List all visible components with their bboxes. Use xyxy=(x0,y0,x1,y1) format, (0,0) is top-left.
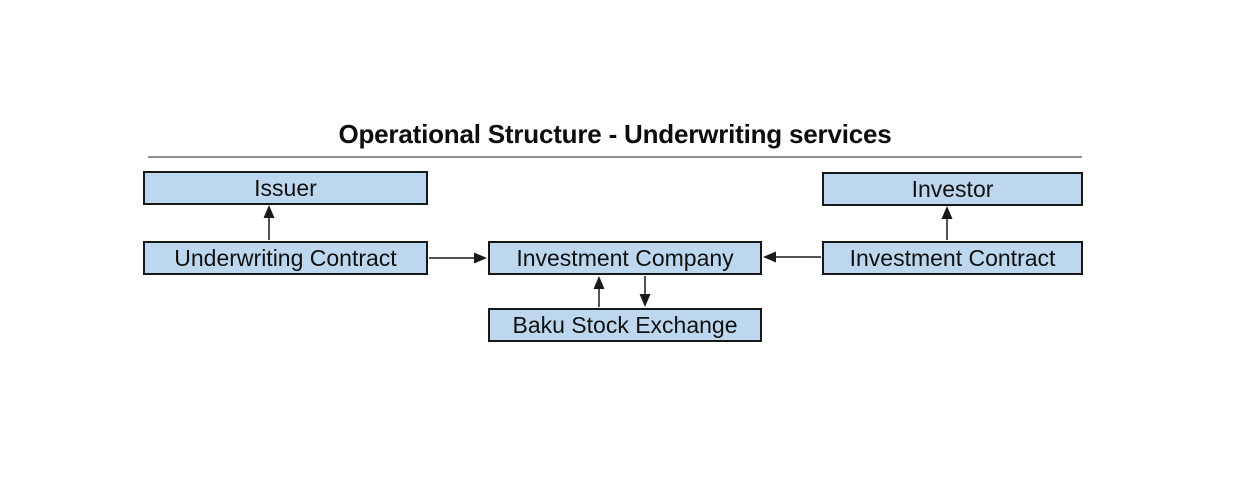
arrow-investment-contract-to-investment-company xyxy=(763,251,821,263)
title-divider xyxy=(148,156,1082,158)
arrow-underwriting-contract-to-issuer xyxy=(263,205,275,240)
arrow-investment-contract-to-investor xyxy=(941,206,953,240)
arrow-investment-company-to-baku-stock-exchange xyxy=(639,276,651,307)
node-investor: Investor xyxy=(822,172,1083,206)
node-baku-stock-exchange: Baku Stock Exchange xyxy=(488,308,762,342)
node-issuer: Issuer xyxy=(143,171,428,205)
arrow-baku-stock-exchange-to-investment-company xyxy=(593,276,605,307)
node-investment-company: Investment Company xyxy=(488,241,762,275)
node-investment-contract: Investment Contract xyxy=(822,241,1083,275)
page-title: Operational Structure - Underwriting ser… xyxy=(338,119,892,149)
node-underwriting-contract: Underwriting Contract xyxy=(143,241,428,275)
arrow-underwriting-contract-to-investment-company xyxy=(429,252,487,264)
